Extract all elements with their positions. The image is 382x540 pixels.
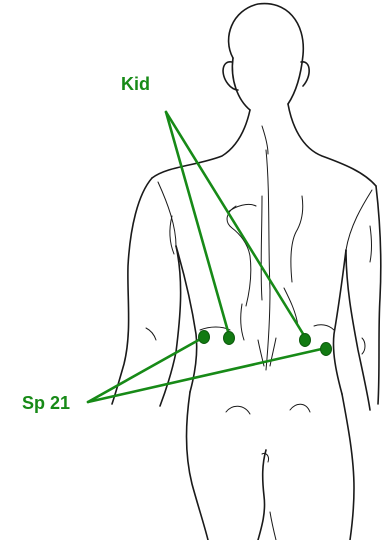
spine-line <box>266 150 270 370</box>
right-armpit <box>346 190 372 250</box>
head-outline <box>229 4 304 104</box>
sacrum-arc-left <box>226 406 250 414</box>
kid-label: Kid <box>121 74 150 94</box>
kid-leader-line-left <box>166 112 229 335</box>
kid-point-right <box>300 334 311 347</box>
buttock-cleft <box>258 450 266 540</box>
right-arm-outer <box>376 186 381 404</box>
left-hip-leg <box>187 392 209 540</box>
kid-leader-lines <box>166 112 305 337</box>
body-outline <box>112 4 381 540</box>
right-buttock-line <box>270 512 276 540</box>
sp21-point-right <box>321 343 332 356</box>
waist-right-fold <box>314 325 334 330</box>
right-hip-leg <box>342 394 354 540</box>
left-scapula <box>227 206 251 306</box>
kid-leader-line-right <box>166 112 305 337</box>
head-left-side <box>232 58 250 110</box>
sp21-point-left <box>199 331 210 344</box>
sp21-label: Sp 21 <box>22 393 70 413</box>
right-elbow-mark <box>362 338 365 354</box>
sp21-leader-lines <box>88 337 326 402</box>
sacrum-arc-right <box>290 404 310 412</box>
left-elbow-crease <box>146 328 156 340</box>
spine-line-2 <box>261 196 262 300</box>
right-arm-inner <box>346 250 370 410</box>
right-neck-shoulder <box>288 104 376 186</box>
waist-left-fold <box>200 327 230 330</box>
left-back-muscle <box>241 304 244 340</box>
torso-right-side <box>333 250 346 394</box>
neck-back-line <box>262 126 268 154</box>
left-forearm-detail <box>170 216 174 254</box>
right-scapula <box>291 196 303 282</box>
sp21-leader-line-right <box>88 348 326 402</box>
right-arm-detail <box>370 226 372 262</box>
sp21-leader-line-left <box>88 337 204 402</box>
left-armpit <box>158 182 176 246</box>
kid-point-left <box>224 332 235 345</box>
